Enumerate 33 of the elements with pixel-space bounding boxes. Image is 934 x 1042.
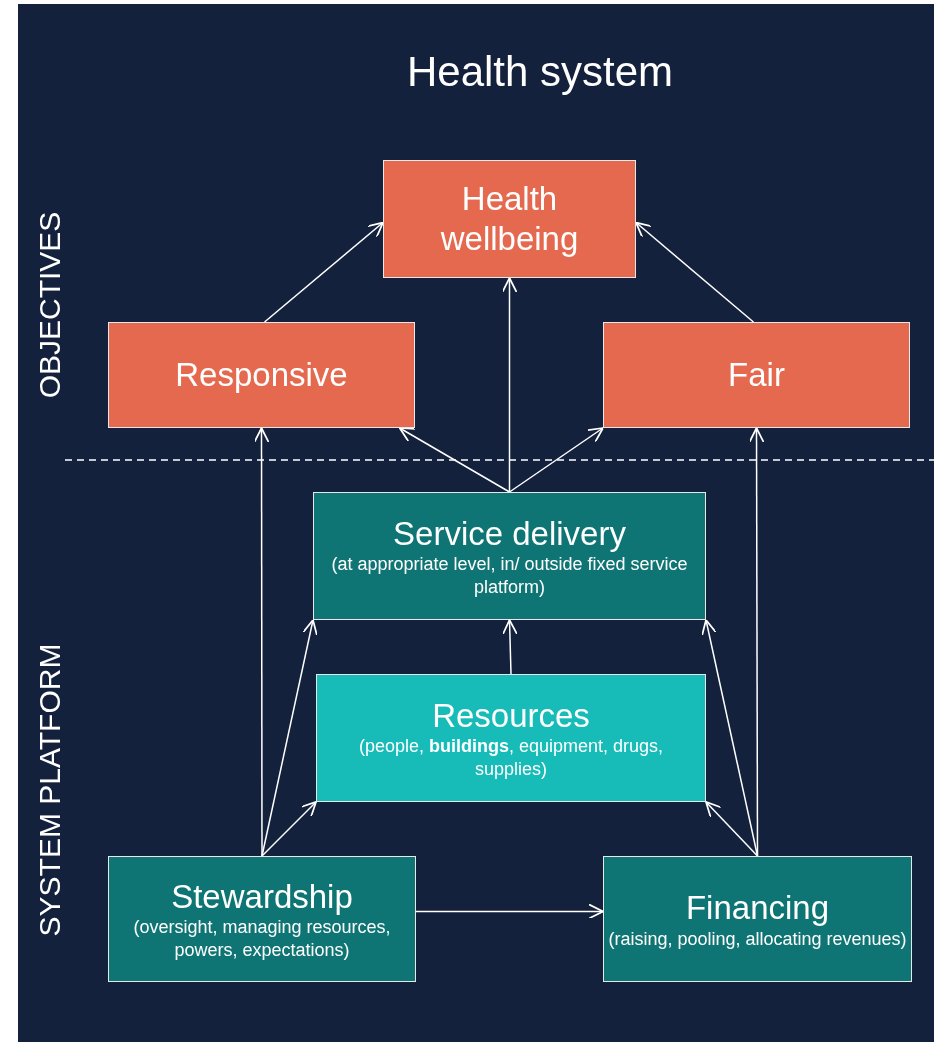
objective-box xyxy=(603,322,910,428)
arrow xyxy=(705,801,759,857)
box-heading: Responsive xyxy=(175,355,348,395)
box-description: (oversight, managing resources, powers, expectations) xyxy=(132,916,392,962)
arrow xyxy=(501,277,518,493)
box-description: (raising, pooling, allocating revenues) xyxy=(607,927,908,951)
arrow xyxy=(398,427,511,493)
objective-box xyxy=(108,322,415,428)
box-heading: Service delivery xyxy=(393,513,626,554)
section-label: OBJECTIVES xyxy=(32,211,67,399)
platform-box xyxy=(108,856,416,982)
arrow xyxy=(508,427,604,493)
box-description: (people, buildings, equipment, drugs, supplies) xyxy=(357,735,665,781)
arrow xyxy=(635,221,755,323)
box-heading: Financing xyxy=(685,887,830,928)
box-description: (at appropriate level, in/ outside fixed service platform) xyxy=(330,553,689,599)
box-heading: Fair xyxy=(728,355,785,395)
arrow xyxy=(261,619,318,857)
arrow xyxy=(415,903,604,920)
arrow xyxy=(263,221,384,323)
objective-box xyxy=(383,160,636,278)
platform-box xyxy=(313,492,706,620)
arrow xyxy=(261,801,317,857)
platform-box xyxy=(316,674,706,802)
arrow xyxy=(253,427,270,857)
section-label: SYSTEM PLATFORM xyxy=(32,643,67,937)
arrow xyxy=(502,619,518,675)
arrow xyxy=(701,619,759,857)
platform-box xyxy=(603,856,912,982)
box-heading: Health wellbeing xyxy=(439,179,580,259)
box-heading: Resources xyxy=(432,695,590,736)
diagram-title: Health system xyxy=(405,48,675,96)
box-heading: Stewardship xyxy=(171,876,353,917)
